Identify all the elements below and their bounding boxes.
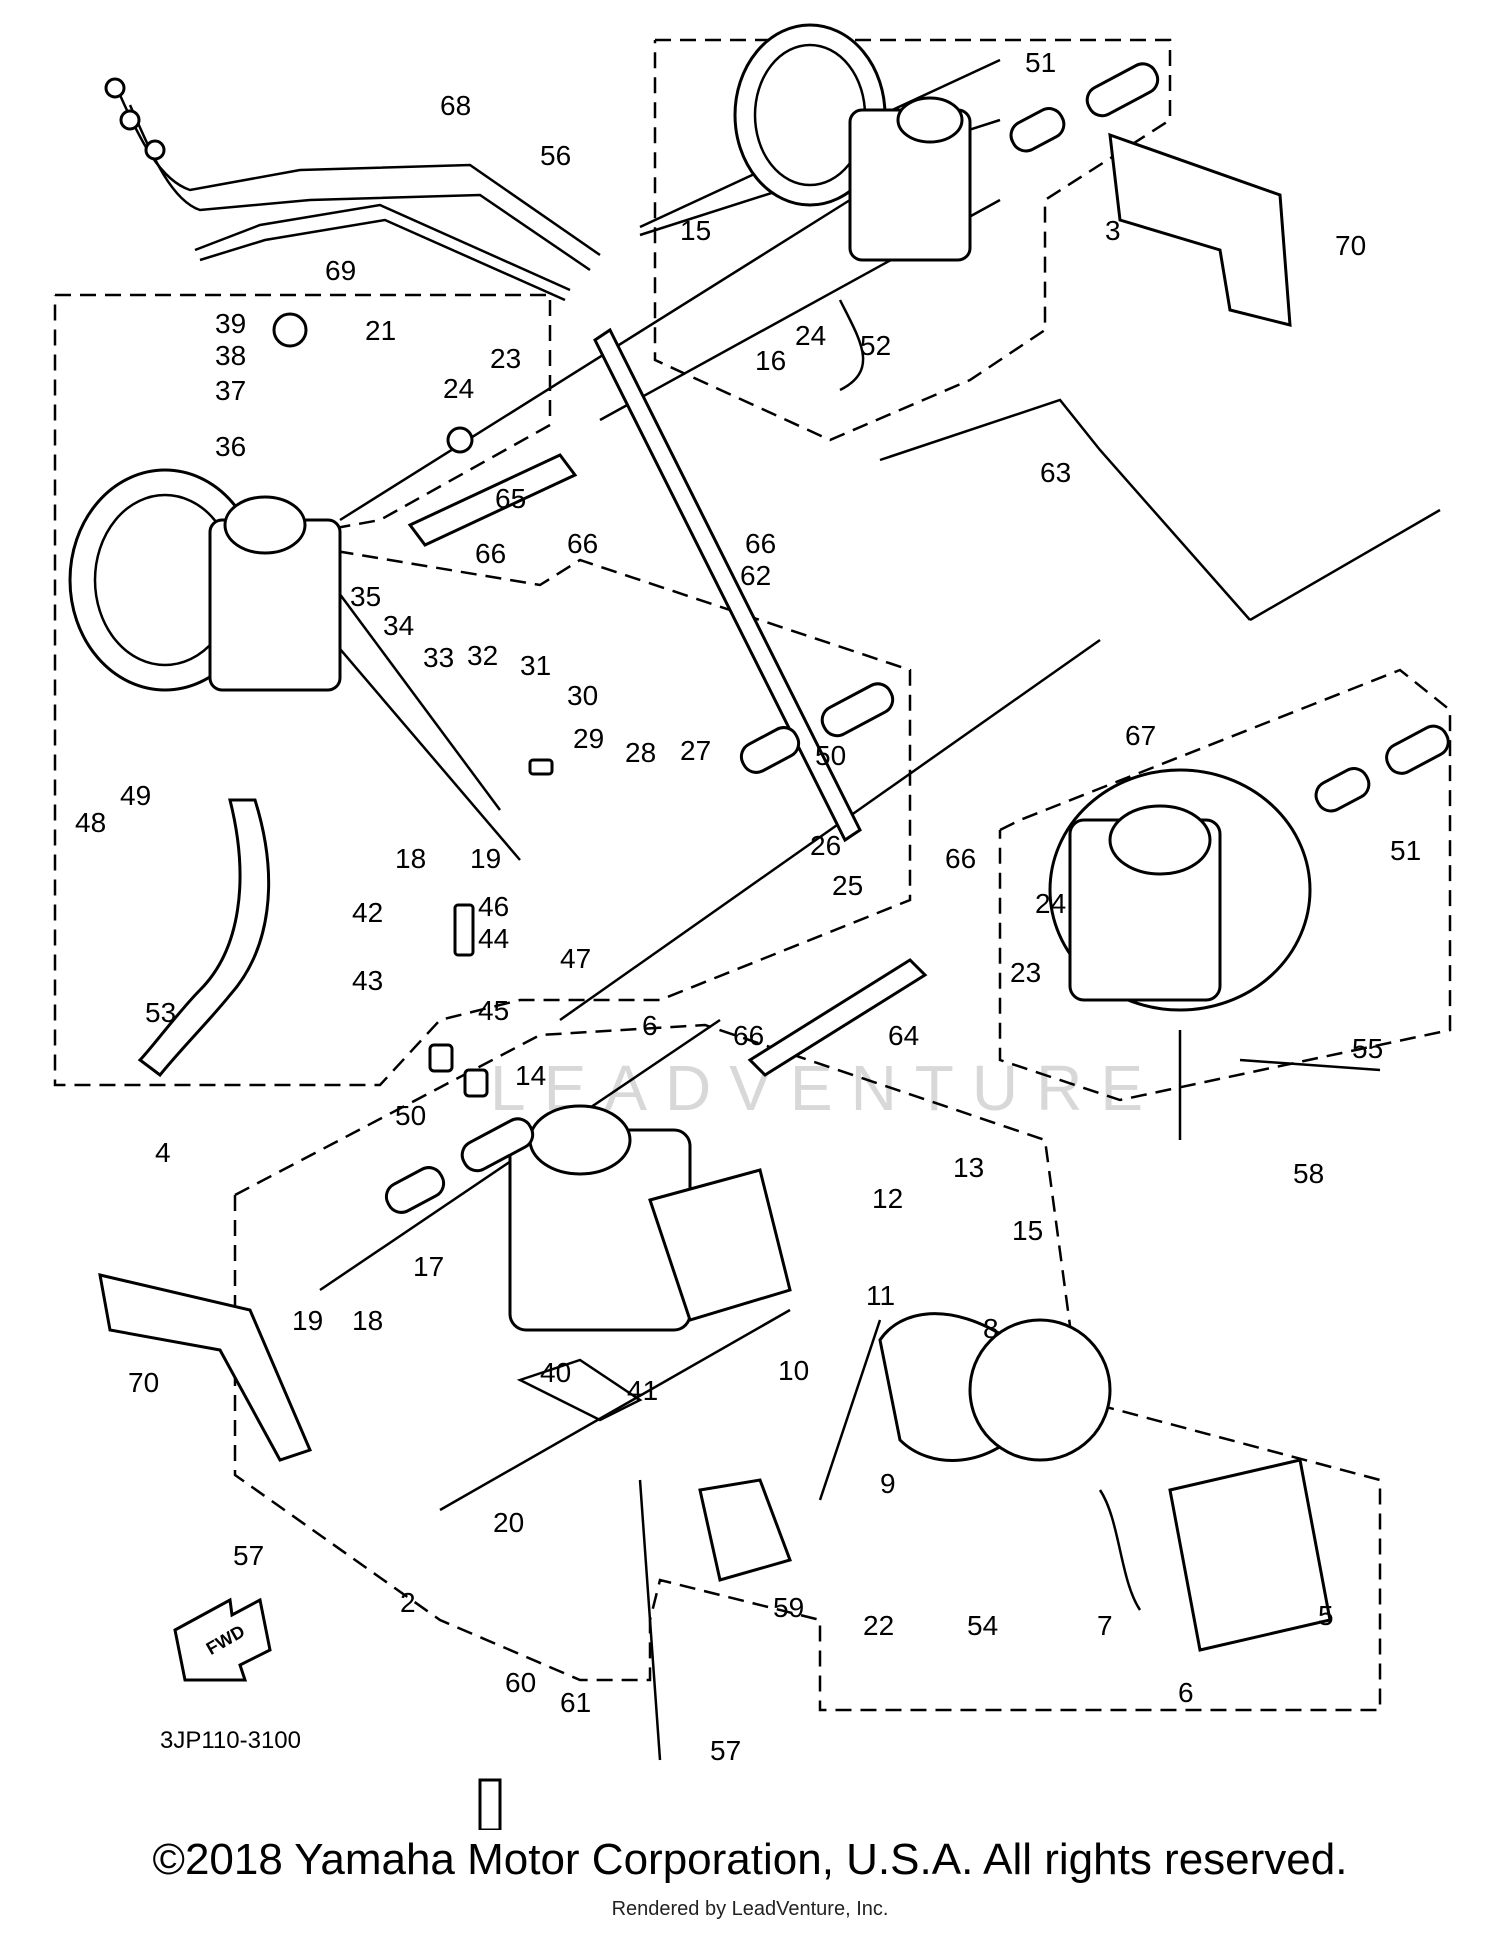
callout-label: 66 <box>475 538 506 569</box>
diagram-code: 3JP110-3100 <box>160 1727 301 1754</box>
callout-label: 24 <box>1035 888 1066 919</box>
callout-label: 31 <box>520 650 551 681</box>
callout-label: 41 <box>627 1375 658 1406</box>
callout-label: 63 <box>1040 457 1071 488</box>
callout-label: 68 <box>440 90 471 121</box>
callout-label: 66 <box>567 528 598 559</box>
callout-label: 70 <box>1335 230 1366 261</box>
callout-label: 15 <box>1012 1215 1043 1246</box>
callout-label: 13 <box>953 1152 984 1183</box>
callout-label: 28 <box>625 737 656 768</box>
callout-label: 14 <box>515 1060 546 1091</box>
rendered-by-credit: Rendered by LeadVenture, Inc. <box>611 1898 889 1920</box>
callout-labels: 68 69 56 51 70 15 3 16 24 52 39 38 21 23… <box>75 47 1421 1766</box>
callout-label: 69 <box>325 255 356 286</box>
callout-label: 2 <box>400 1587 416 1618</box>
callout-label: 60 <box>505 1667 536 1698</box>
callout-label: 43 <box>352 965 383 996</box>
callout-label: 10 <box>778 1355 809 1386</box>
callout-label: 36 <box>215 431 246 462</box>
callout-label: 70 <box>128 1367 159 1398</box>
callout-label: 23 <box>490 343 521 374</box>
callout-label: 20 <box>493 1507 524 1538</box>
callout-label: 26 <box>810 830 841 861</box>
callout-label: 24 <box>795 320 826 351</box>
callout-label: 54 <box>967 1610 998 1641</box>
callout-label: 15 <box>680 215 711 246</box>
callout-label: 46 <box>478 891 509 922</box>
callout-label: 32 <box>467 640 498 671</box>
callout-label: 6 <box>642 1010 658 1041</box>
callout-label: 12 <box>872 1183 903 1214</box>
callout-label: 67 <box>1125 720 1156 751</box>
callout-label: 51 <box>1390 835 1421 866</box>
callout-label: 25 <box>832 870 863 901</box>
callout-label: 9 <box>880 1468 896 1499</box>
callout-label: 3 <box>1105 215 1121 246</box>
callout-label: 39 <box>215 308 246 339</box>
callout-label: 33 <box>423 642 454 673</box>
callout-label: 5 <box>1318 1600 1334 1631</box>
callout-label: 61 <box>560 1687 591 1718</box>
callout-label: 22 <box>863 1610 894 1641</box>
callout-label: 45 <box>478 995 509 1026</box>
callout-label: 48 <box>75 807 106 838</box>
copyright-notice: ©2018 Yamaha Motor Corporation, U.S.A. A… <box>152 1835 1348 1884</box>
callout-label: 55 <box>1352 1033 1383 1064</box>
callout-label: 11 <box>866 1280 895 1311</box>
callout-label: 7 <box>1097 1610 1113 1641</box>
callout-label: 24 <box>443 373 474 404</box>
callout-label: 42 <box>352 897 383 928</box>
fwd-arrow-icon: FWD <box>173 1597 272 1682</box>
parts <box>68 23 1450 1830</box>
callout-label: 58 <box>1293 1158 1324 1189</box>
callout-label: 50 <box>395 1100 426 1131</box>
callout-label: 34 <box>383 610 414 641</box>
callout-label: 56 <box>540 140 571 171</box>
callout-label: 35 <box>350 581 381 612</box>
carburetor-exploded-diagram: LEADVENTURE <box>53 23 1452 1830</box>
callout-label: 64 <box>888 1020 919 1051</box>
callout-label: 59 <box>773 1592 804 1623</box>
callout-label: 4 <box>155 1137 171 1168</box>
callout-label: 66 <box>745 528 776 559</box>
callout-label: 62 <box>740 560 771 591</box>
callout-label: 49 <box>120 780 151 811</box>
callout-label: 40 <box>540 1357 571 1388</box>
callout-label: 57 <box>233 1540 264 1571</box>
callout-label: 19 <box>292 1305 323 1336</box>
callout-label: 52 <box>860 330 891 361</box>
callout-label: 16 <box>755 345 786 376</box>
callout-label: 50 <box>815 740 846 771</box>
callout-label: 66 <box>945 843 976 874</box>
callout-label: 29 <box>573 723 604 754</box>
callout-label: 44 <box>478 923 509 954</box>
callout-label: 21 <box>365 315 396 346</box>
callout-label: 65 <box>495 483 526 514</box>
callout-label: 27 <box>680 735 711 766</box>
callout-label: 53 <box>145 997 176 1028</box>
callout-label: 57 <box>710 1735 741 1766</box>
callout-label: 18 <box>352 1305 383 1336</box>
callout-label: 30 <box>567 680 598 711</box>
callout-label: 23 <box>1010 957 1041 988</box>
callout-label: 47 <box>560 943 591 974</box>
callout-label: 19 <box>470 843 501 874</box>
callout-label: 8 <box>983 1313 999 1344</box>
callout-label: 6 <box>1178 1677 1194 1708</box>
callout-label: 18 <box>395 843 426 874</box>
callout-label: 37 <box>215 375 246 406</box>
callout-label: 38 <box>215 340 246 371</box>
callout-label: 51 <box>1025 47 1056 78</box>
callout-label: 66 <box>733 1020 764 1051</box>
callout-label: 17 <box>413 1251 444 1282</box>
assembly-outlines <box>53 38 1452 1712</box>
